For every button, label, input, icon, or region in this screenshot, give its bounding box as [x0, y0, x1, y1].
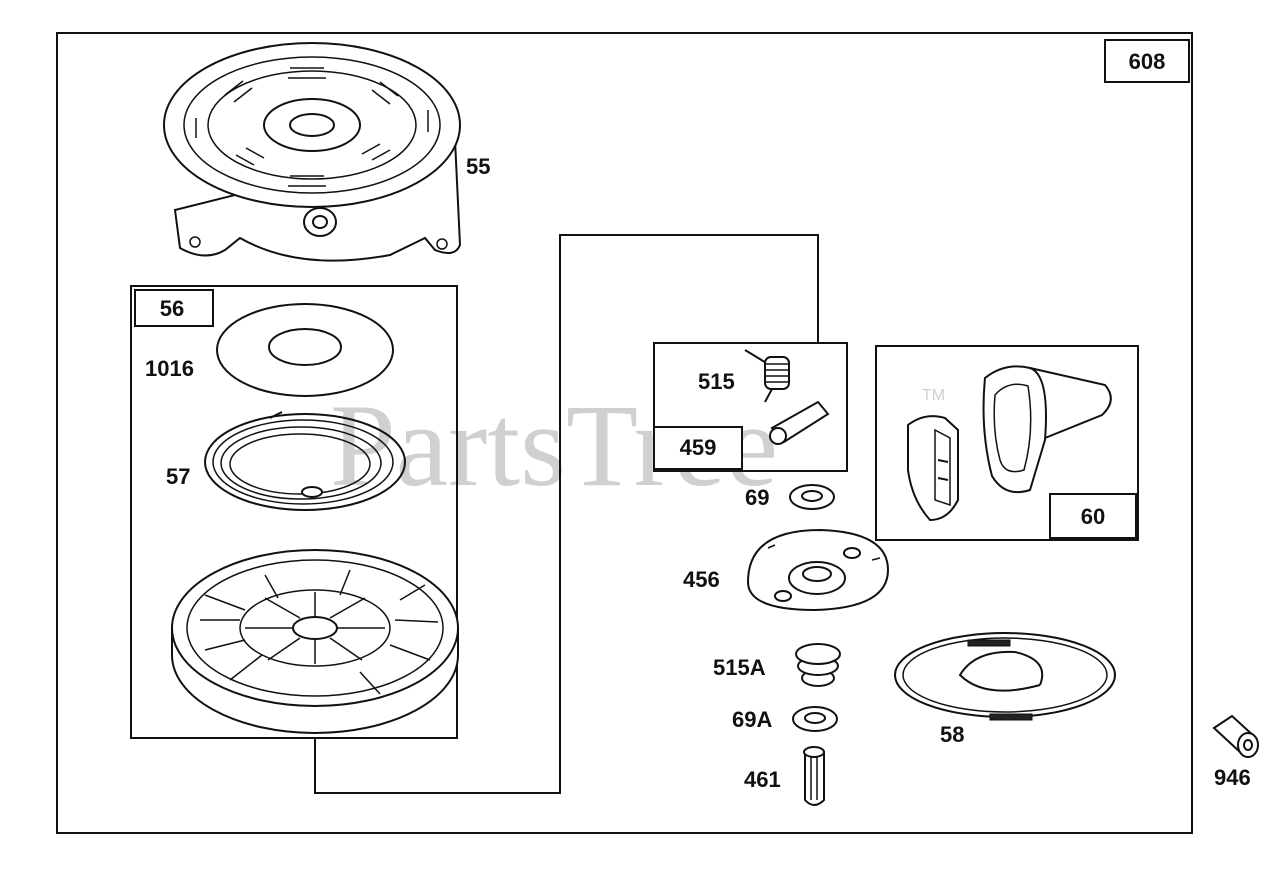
box-60-tag: [1049, 493, 1137, 539]
retainer-icon[interactable]: [746, 528, 890, 612]
box-60-frame: [875, 345, 1139, 541]
callout-55: 55: [466, 154, 490, 179]
box-60[interactable]: 60: [1049, 493, 1137, 539]
pawl-icon[interactable]: [769, 400, 830, 445]
callout-57: 57: [166, 464, 190, 489]
callout-58: 58: [940, 722, 964, 747]
callout-69: 69: [745, 485, 769, 510]
callout-1016: 1016: [145, 356, 194, 381]
callout-515a: 515A: [713, 655, 766, 680]
box-60-label: 60: [1081, 504, 1105, 529]
torsion-spring-icon[interactable]: [744, 349, 790, 403]
callout-461: 461: [744, 767, 781, 792]
box-56-label: 56: [160, 296, 184, 321]
blower-housing-icon[interactable]: [163, 42, 462, 262]
box-56[interactable]: 56: [134, 289, 214, 327]
connector-line: [314, 234, 819, 794]
box-608-frame: [1104, 39, 1190, 83]
callout-456: 456: [683, 567, 720, 592]
box-459-label: 459: [680, 435, 717, 460]
callout-69a: 69A: [732, 707, 772, 732]
box-608-label: 608: [1129, 49, 1166, 74]
pulley-icon[interactable]: [171, 549, 459, 734]
pin-icon[interactable]: [803, 746, 825, 806]
starter-rope-icon[interactable]: [894, 632, 1116, 721]
box-459-tag: [653, 426, 743, 470]
box-608[interactable]: 608: [1104, 39, 1190, 83]
grommet-icon[interactable]: [1212, 714, 1259, 758]
main-frame: [56, 32, 1193, 834]
box-459-frame: [653, 342, 848, 472]
recoil-spring-icon[interactable]: [204, 411, 406, 511]
starter-handle-icon[interactable]: [907, 365, 1112, 522]
callout-515: 515: [698, 369, 735, 394]
box-56-frame: [130, 285, 458, 739]
washer-icon[interactable]: [216, 303, 394, 397]
callout-946: 946: [1214, 765, 1251, 790]
washer-69a-icon[interactable]: [792, 706, 838, 732]
washer-69-icon[interactable]: [789, 484, 835, 510]
box-459[interactable]: 459: [653, 426, 743, 470]
box-56-tag: [134, 289, 214, 327]
watermark-trademark: TM: [922, 387, 945, 404]
spring-515a-icon[interactable]: [795, 643, 841, 687]
